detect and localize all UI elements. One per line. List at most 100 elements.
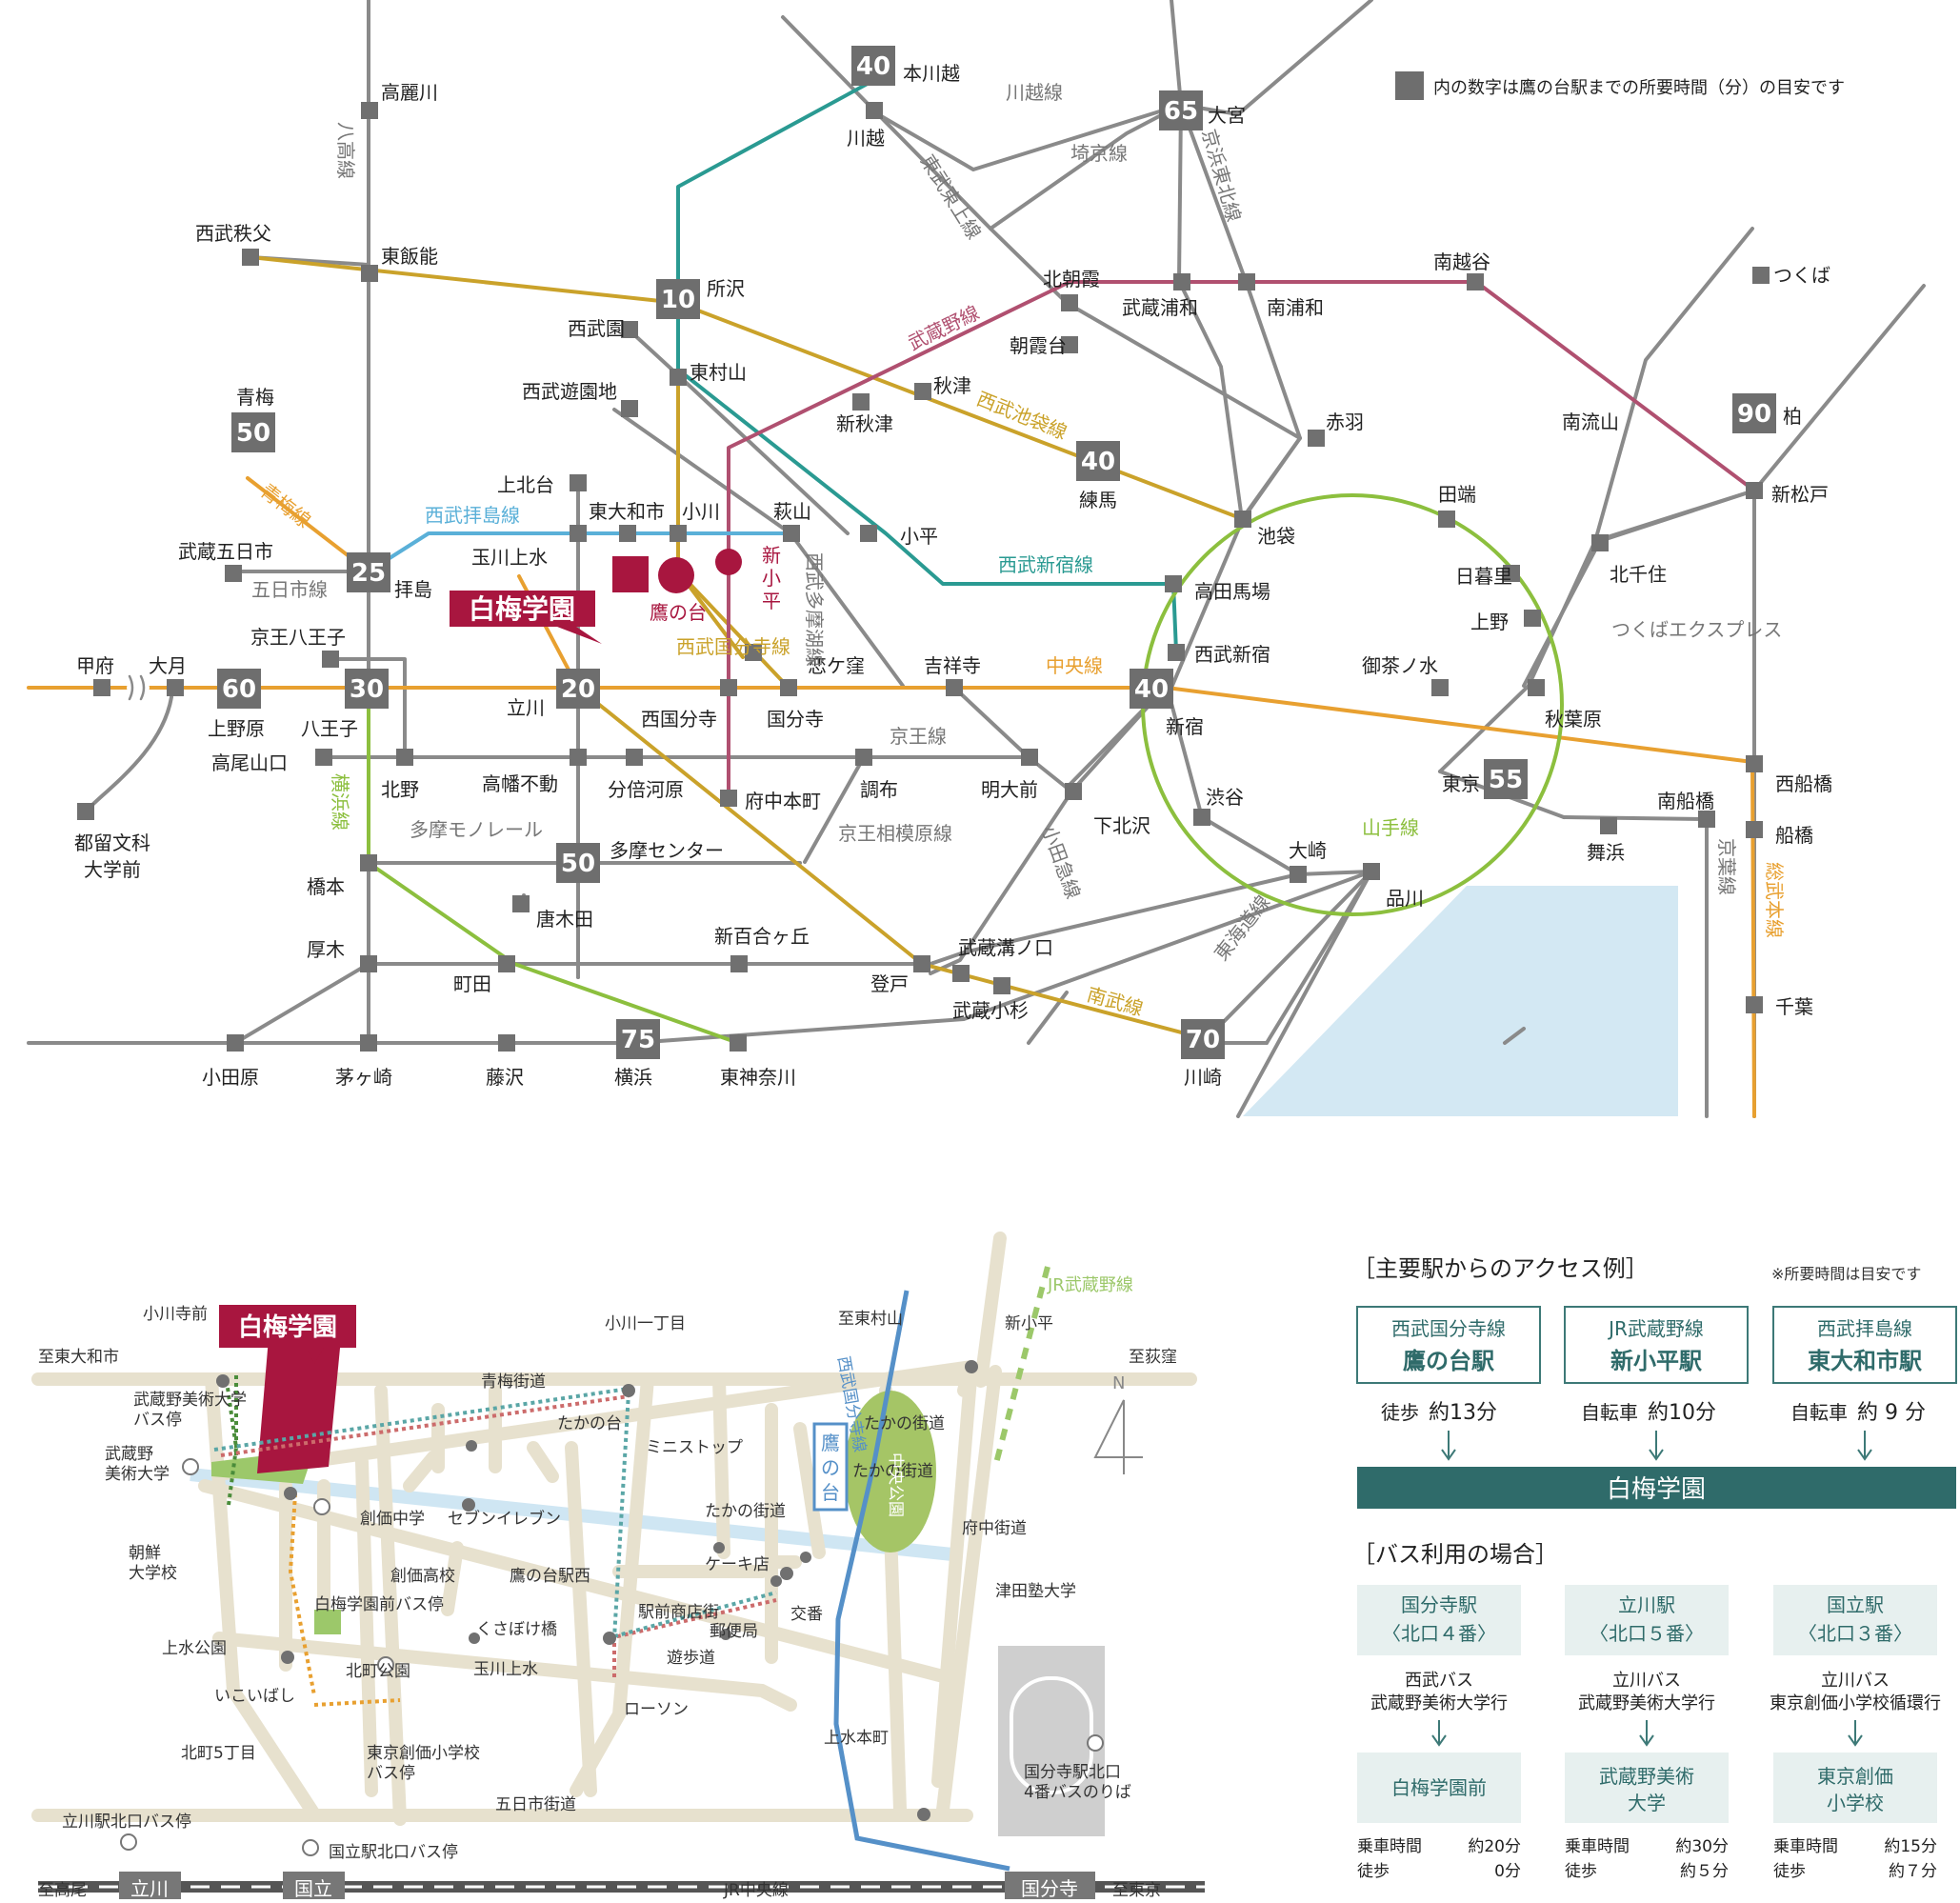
map-label: 京王八王子 [250, 626, 346, 649]
shin-kodaira-label-3: 平 [762, 590, 781, 612]
school-marker: 白梅学園 鷹の台 新 小 平 [450, 544, 781, 644]
map-label: ［バス利用の場合］ [1352, 1541, 1558, 1568]
map-label: 京王相模原線 [838, 822, 952, 845]
map-label: 武蔵野美術 [1599, 1765, 1694, 1788]
map-label: 都留文科 [74, 831, 150, 854]
map-label: 65 [1164, 97, 1198, 126]
map-label: 東京創価小学校循環行 [1770, 1693, 1941, 1713]
map-label: 徒歩 [1773, 1862, 1806, 1881]
map-label: ケーキ店 [705, 1555, 770, 1574]
map-label: 国分寺 [767, 708, 824, 731]
map-label: 90 [1737, 400, 1771, 429]
map-label: 約20分 [1468, 1837, 1521, 1856]
map-label: 北朝霞 [1043, 268, 1100, 290]
map-label: 橋本 [307, 875, 345, 898]
map-label: 府中街道 [962, 1519, 1027, 1538]
route-card-2: JR武蔵野線 新小平駅 自転車 約10分 [1564, 1306, 1749, 1425]
map-label: 武蔵野美術大学行 [1370, 1693, 1508, 1713]
map-label: つくばエクスプレス [1611, 618, 1782, 641]
map-label: 北町5丁目 [181, 1744, 256, 1763]
map-label: 約13分 [1429, 1401, 1497, 1425]
badge-ome: 50 [231, 412, 275, 452]
map-label: 田端 [1438, 483, 1476, 506]
map-label: 南流山 [1562, 411, 1619, 433]
map-label: 府中本町 [745, 790, 821, 812]
map-label: 上野 [1470, 611, 1509, 633]
map-label: 東京創価小学校 [367, 1744, 480, 1763]
map-label: 小川寺前 [143, 1305, 208, 1324]
badge-tokyo: 55 [1484, 759, 1528, 799]
central-park [845, 1391, 936, 1552]
route-card-1: 西武国分寺線 鷹の台駅 徒歩 約13分 [1356, 1306, 1541, 1425]
map-label: いこいばし [214, 1687, 295, 1706]
map-label: 小田急線 [1037, 823, 1085, 902]
map-label: 川越 [847, 127, 885, 150]
school-label: 白梅学園 [469, 593, 575, 625]
map-label: 至東大和市 [38, 1348, 119, 1367]
map-label: 町田 [453, 972, 491, 995]
map-label: 拝島 [394, 578, 432, 601]
badge-hon-kawagoe: 40 [851, 46, 895, 86]
map-label: 中央公園 [886, 1452, 905, 1517]
bus-card-2: 立川駅 〈北口５番〉 立川バス 武蔵野美術大学行 武蔵野美術 大学 乗車時間 約… [1565, 1585, 1729, 1881]
map-label: 武蔵溝ノ口 [958, 936, 1053, 959]
map-label: 日暮里 [1455, 565, 1512, 588]
map-label: 上水公園 [162, 1639, 227, 1658]
station-markers [77, 102, 1770, 1052]
map-label: 美術大学 [105, 1465, 170, 1484]
map-label: 南越谷 [1433, 250, 1490, 273]
map-label: 郵便局 [710, 1622, 758, 1641]
map-label: 40 [1081, 448, 1115, 476]
map-label: 分倍河原 [608, 778, 684, 801]
local-map: 立川 国立 国分寺 鷹 の 台 白梅学園 [31, 1232, 1205, 1903]
map-label: 自転車 [1790, 1401, 1848, 1424]
legend: 内の数字は鷹の台駅までの所要時間（分）の目安です [1395, 71, 1845, 100]
map-label: 多摩モノレール [410, 818, 543, 841]
map-label: 立川駅 [1618, 1593, 1675, 1616]
map-label: 小田原 [202, 1066, 259, 1089]
map-label: 0分 [1494, 1862, 1521, 1881]
map-label: 秋葉原 [1545, 708, 1602, 731]
access-panel: ［主要駅からのアクセス例］ ※所要時間は目安です 西武国分寺線 鷹の台駅 徒歩 … [1352, 1255, 1957, 1881]
route-card-3: 西武拝島線 東大和市駅 自転車 約 9 分 [1772, 1306, 1957, 1425]
map-label: 白梅学園前 [1391, 1776, 1487, 1799]
takanodai-label: 鷹の台 [650, 601, 707, 624]
map-label: JR中央線 [723, 1881, 789, 1899]
map-label: 埼京線 [1070, 142, 1128, 165]
map-label: 至荻窪 [1129, 1348, 1177, 1367]
map-label: 約30分 [1675, 1837, 1729, 1856]
map-label: くさぼけ橋 [476, 1620, 557, 1639]
map-label: 横浜 [614, 1066, 652, 1089]
map-label: 茅ヶ崎 [335, 1066, 392, 1089]
map-label: 新宿 [1166, 715, 1204, 738]
map-label: 厚木 [307, 938, 345, 961]
map-label: 千葉 [1775, 995, 1813, 1018]
map-label: 徒歩 [1565, 1862, 1597, 1881]
map-label: 国立駅 [1827, 1593, 1884, 1616]
map-label: 青梅街道 [481, 1372, 546, 1392]
map-label: 明大前 [981, 778, 1038, 801]
badge-tachikawa: 20 [556, 669, 600, 709]
map-label: 登戸 [870, 972, 909, 995]
local-school-label: 白梅学園 [238, 1312, 337, 1342]
bus-card-1: 国分寺駅 〈北口４番〉 西武バス 武蔵野美術大学行 白梅学園前 乗車時間 約20… [1357, 1585, 1521, 1881]
map-label: 所沢 [707, 277, 745, 300]
map-label: 立川 [130, 1877, 169, 1899]
map-label: セブンイレブン [448, 1509, 561, 1529]
map-label: 西武新宿 [1194, 643, 1270, 666]
badge-kashiwa: 90 [1732, 393, 1776, 433]
map-label: たかの街道 [705, 1502, 786, 1521]
map-label: 高尾山口 [211, 751, 288, 774]
map-label: 乗車時間 [1565, 1837, 1630, 1856]
map-label: 武蔵五日市 [178, 540, 273, 563]
map-label: 赤羽 [1326, 411, 1364, 433]
map-label: 秋津 [933, 374, 971, 397]
map-label: 立川バス [1612, 1671, 1681, 1691]
map-label: 50 [561, 850, 595, 878]
map-label: 西武国分寺線 [676, 635, 790, 658]
map-label: 武蔵野 [105, 1445, 153, 1464]
map-label: 小平 [900, 525, 938, 548]
map-label: 至東京 [1112, 1881, 1161, 1899]
map-label: ミニストップ [646, 1438, 743, 1457]
